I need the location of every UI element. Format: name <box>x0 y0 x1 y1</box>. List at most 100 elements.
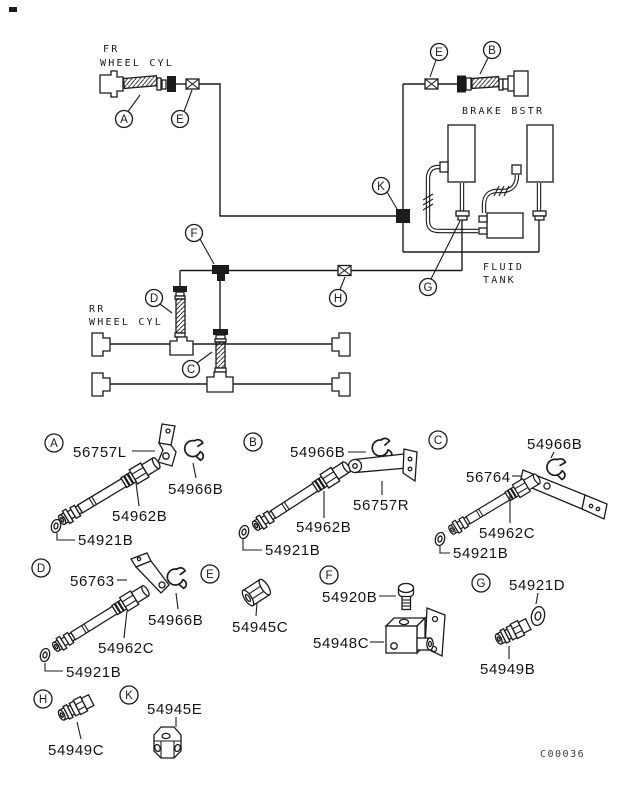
callout-d: D <box>144 288 173 314</box>
bracket-56757r <box>347 448 418 483</box>
part-number: 54962C <box>479 525 535 542</box>
junction-block-54948c <box>384 607 446 657</box>
part-number: 54962B <box>112 508 167 525</box>
part-number: 54921D <box>509 577 565 594</box>
svg-text:D: D <box>150 293 158 305</box>
washer-54921b <box>38 646 52 664</box>
legend-section-g: G 54921D 54949B <box>471 573 565 678</box>
svg-text:C: C <box>187 364 195 376</box>
part-number: 56757L <box>73 444 127 461</box>
callout-a: A <box>114 94 141 129</box>
svg-text:FLUID: FLUID <box>483 262 524 273</box>
svg-text:H: H <box>39 694 47 706</box>
h-fitting <box>337 264 352 277</box>
svg-text:F: F <box>190 228 197 240</box>
part-number: 54949C <box>48 742 104 759</box>
part-number: 54920B <box>322 589 377 606</box>
part-number: 54921B <box>66 664 121 681</box>
brake-booster-hose <box>457 70 529 97</box>
part-number: 54966B <box>290 444 345 461</box>
part-number: 54921B <box>453 545 508 562</box>
svg-text:E: E <box>176 114 184 126</box>
fluid-tank-label: FLUID TANK <box>483 262 524 286</box>
svg-text:B: B <box>249 437 257 449</box>
part-number: 54966B <box>168 481 223 498</box>
svg-text:K: K <box>125 690 133 702</box>
svg-text:A: A <box>50 438 58 450</box>
junction-block-54945e <box>153 726 182 759</box>
master-cylinder <box>486 212 524 239</box>
svg-text:WHEEL CYL: WHEEL CYL <box>89 317 163 328</box>
washer-54921b <box>433 530 447 548</box>
callout-h: H <box>328 276 348 308</box>
legend-section-h: H 54949C <box>33 689 104 759</box>
connector-54949b <box>492 616 533 649</box>
part-number: 54921B <box>265 542 320 559</box>
fr-label-line2: WHEEL CYL <box>100 58 174 69</box>
part-number: 54945C <box>232 619 288 636</box>
part-number: 54962B <box>296 519 351 536</box>
svg-text:RR: RR <box>89 304 105 315</box>
legend-section-f: F 54920B 54948C <box>313 565 446 657</box>
svg-text:TANK: TANK <box>483 275 516 286</box>
part-number: 54966B <box>148 612 203 629</box>
part-number: 56757R <box>353 497 409 514</box>
rr-hose-c <box>206 281 234 393</box>
callout-e-front: E <box>170 89 193 129</box>
wheel-cylinder-right-1 <box>331 332 351 357</box>
svg-text:K: K <box>377 181 385 193</box>
clip-54966b <box>544 455 570 481</box>
svg-text:E: E <box>206 569 214 581</box>
legend-section-b: B 54966B 56757R 54962B 54921B <box>237 432 418 559</box>
rear-axle-1 <box>91 332 351 357</box>
front-brake-line <box>199 83 396 217</box>
fluid-tank-assembly <box>403 124 554 271</box>
rr-wheel-cyl-label: RR WHEEL CYL <box>89 304 163 328</box>
fr-label-line1: FR <box>103 44 119 55</box>
brake-booster-label: BRAKE BSTR <box>462 106 544 117</box>
fr-wheel-cylinder <box>99 70 176 98</box>
wheel-cylinder-right-2 <box>331 372 351 397</box>
callout-f: F <box>184 223 215 265</box>
part-number: 54921B <box>78 532 133 549</box>
nut-54945c <box>241 578 272 607</box>
washer-54921d <box>530 605 546 627</box>
svg-text:E: E <box>435 47 443 59</box>
part-number: 54962C <box>98 640 154 657</box>
part-number: 56763 <box>70 573 115 590</box>
bracket-56757l <box>157 423 177 467</box>
part-number: 56764 <box>466 469 511 486</box>
svg-text:C: C <box>434 435 442 447</box>
part-number: 54949B <box>480 661 535 678</box>
callout-b: B <box>479 40 502 75</box>
clip-54966b <box>182 437 207 462</box>
legend-section-e: E 54945C <box>200 564 288 636</box>
reservoir-tank-right <box>526 124 554 183</box>
legend-section-a: A 56757L 54966B 54962B 54921B <box>44 423 223 549</box>
legend-section-d: D 56763 54966B 54962C 54921B <box>31 552 203 681</box>
fr-wheel-cyl-label: FR WHEEL CYL <box>100 44 174 69</box>
washer-54921b <box>237 523 251 541</box>
fitting-e-front <box>185 78 200 90</box>
svg-text:B: B <box>488 45 496 57</box>
fitting-e-booster <box>424 78 439 90</box>
k-junction <box>396 84 410 252</box>
part-number: 54966B <box>527 436 582 453</box>
drawing-code: C00036 <box>540 749 585 760</box>
legend-section-c: C 54966B 56764 54962C 54921B <box>428 430 608 562</box>
legend-section-k: K 54945E <box>119 685 202 759</box>
svg-text:F: F <box>325 570 332 582</box>
svg-text:D: D <box>37 563 45 575</box>
svg-text:H: H <box>334 293 342 305</box>
connector-54949c <box>55 692 96 725</box>
svg-text:A: A <box>120 114 128 126</box>
corner-mark <box>9 7 17 12</box>
wheel-cylinder-left-2 <box>91 372 111 397</box>
callout-e-booster: E <box>429 42 449 78</box>
callout-k: K <box>371 176 398 210</box>
callout-c: C <box>181 351 213 379</box>
bracket-56763 <box>130 552 170 594</box>
reservoir-tank-left <box>447 124 476 183</box>
